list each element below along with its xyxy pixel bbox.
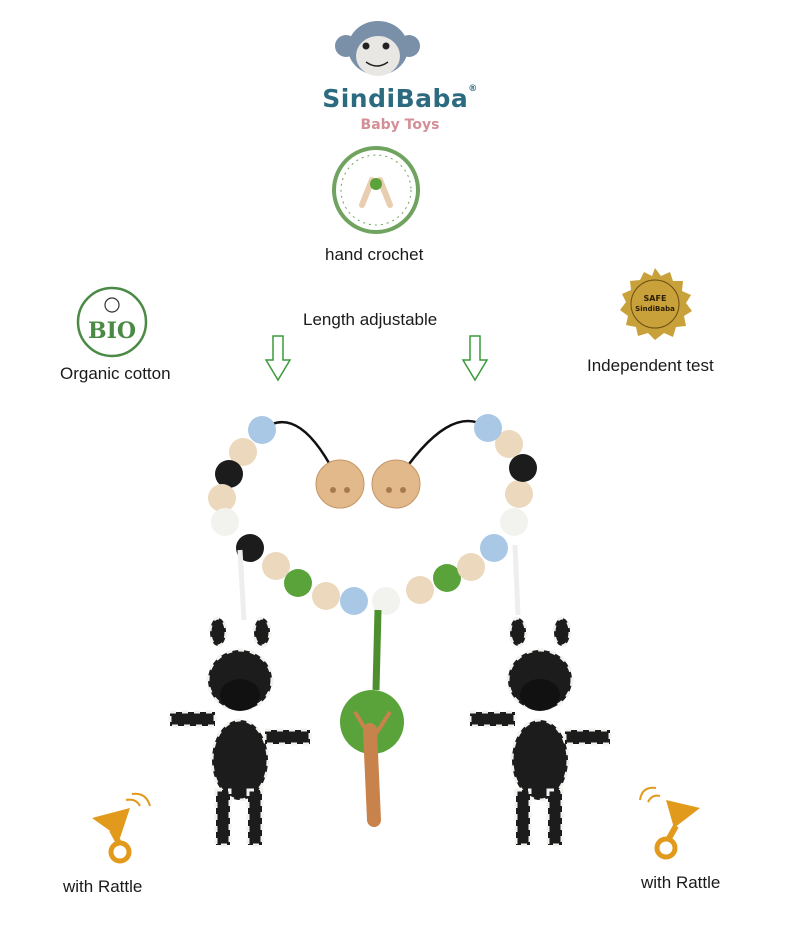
bead-black [509, 454, 537, 482]
down-arrow-icon [461, 335, 489, 382]
length-adjustable-label: Length adjustable [303, 310, 438, 329]
monkey-face-icon [335, 21, 420, 76]
bead-green [433, 564, 461, 592]
bead-wood [262, 552, 290, 580]
bead-black [215, 460, 243, 488]
bead-blue [480, 534, 508, 562]
brand-tagline: Baby Toys [360, 117, 440, 133]
zebra-toy [468, 616, 612, 847]
bead-wood [312, 582, 340, 610]
bead-black [236, 534, 264, 562]
svg-text:SAFE: SAFE [644, 294, 667, 303]
safe-seal-icon: SAFE SindiBaba [620, 268, 692, 340]
independent-test-caption: Independent test [587, 356, 714, 375]
brand-name-text: SindiBaba [322, 84, 469, 113]
pacifier-clip [315, 459, 421, 509]
bead-white [211, 508, 239, 536]
bead-wood [208, 484, 236, 512]
bead-wood [406, 576, 434, 604]
bead-wood [495, 430, 523, 458]
zebra-toy [168, 616, 312, 847]
bead-wood [229, 438, 257, 466]
with-rattle-left: with Rattle [63, 877, 143, 896]
handmade-seal-icon [332, 146, 420, 234]
bead-blue [474, 414, 502, 442]
rattle-icon [92, 792, 151, 864]
hand-crochet-caption: hand crochet [325, 245, 424, 264]
rattle-icon [639, 786, 700, 860]
brand-name: SindiBaba® [300, 84, 500, 113]
down-arrow-icon [264, 335, 292, 382]
organic-cotton-caption: Organic cotton [60, 364, 171, 383]
bead-wood [505, 480, 533, 508]
bio-seal-icon: BIO [76, 286, 148, 358]
bead-blue [340, 587, 368, 615]
bead-white [372, 587, 400, 615]
bead-wood [457, 553, 485, 581]
bead-green [284, 569, 312, 597]
svg-text:SindiBaba: SindiBaba [635, 305, 675, 313]
with-rattle-right: with Rattle [641, 873, 721, 892]
tree-pendant [340, 690, 404, 827]
bead-white [500, 508, 528, 536]
registered-mark: ® [468, 84, 478, 94]
bead-chain [208, 414, 537, 615]
bead-blue [248, 416, 276, 444]
svg-text:BIO: BIO [88, 318, 136, 344]
